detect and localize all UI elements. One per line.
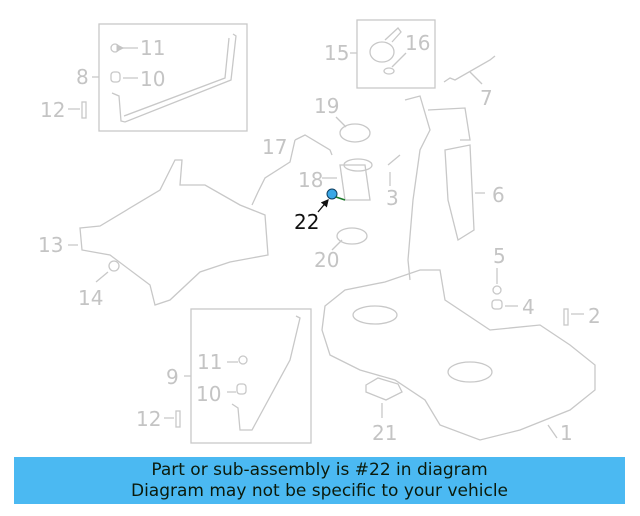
callout-22-highlighted: 22 xyxy=(294,210,320,234)
callout-11-upper: 11 xyxy=(140,36,166,60)
callout-6: 6 xyxy=(492,183,505,207)
spacer-10-upper xyxy=(110,71,121,83)
bolt-3 xyxy=(387,154,401,166)
group-box-9 xyxy=(190,308,312,444)
callout-16: 16 xyxy=(405,31,431,55)
group-box-15 xyxy=(356,19,436,89)
callout-12-upper: 12 xyxy=(40,98,66,122)
fuel-line-17 xyxy=(251,134,333,206)
callout-14: 14 xyxy=(78,286,104,310)
lock-ring-19 xyxy=(339,123,371,143)
banner-line-disclaimer: Diagram may not be specific to your vehi… xyxy=(130,481,508,501)
spacer-4 xyxy=(491,299,503,310)
clip-11-lower xyxy=(238,355,248,365)
tank-strap-lower xyxy=(231,315,301,431)
callout-9: 9 xyxy=(166,365,179,389)
callout-5: 5 xyxy=(493,244,506,268)
callout-19: 19 xyxy=(314,94,340,118)
filler-pipe xyxy=(404,95,431,281)
bolt-12-lower xyxy=(175,410,181,428)
callout-7: 7 xyxy=(480,86,493,110)
clip-11-upper xyxy=(110,43,120,53)
callout-18: 18 xyxy=(298,168,324,192)
callout-2: 2 xyxy=(588,304,601,328)
callout-4: 4 xyxy=(522,295,535,319)
bolt-2 xyxy=(563,308,569,326)
callout-13: 13 xyxy=(38,233,64,257)
seal-16 xyxy=(383,67,395,75)
callout-8: 8 xyxy=(76,65,89,89)
spacer-10-lower xyxy=(236,383,247,395)
callout-10-lower: 10 xyxy=(196,382,222,406)
callout-15: 15 xyxy=(324,41,350,65)
highlighted-part-22 xyxy=(317,188,346,213)
callout-21: 21 xyxy=(372,421,398,445)
fuel-tank-1 xyxy=(321,269,596,441)
callout-3: 3 xyxy=(386,186,399,210)
callout-17: 17 xyxy=(262,135,288,159)
clip-14 xyxy=(108,260,120,272)
callout-11-lower: 11 xyxy=(197,350,223,374)
bracket-21 xyxy=(365,377,403,401)
callout-20: 20 xyxy=(314,248,340,272)
callout-1: 1 xyxy=(560,421,573,445)
skid-plate-13 xyxy=(79,159,269,306)
heat-shield-6 xyxy=(444,144,475,242)
banner-line-part-number: Part or sub-assembly is #22 in diagram xyxy=(151,460,488,480)
tank-strap-upper xyxy=(111,33,237,123)
fuel-cap xyxy=(369,41,395,63)
gasket-20 xyxy=(336,227,368,245)
callout-12-lower: 12 xyxy=(136,407,162,431)
info-banner: Part or sub-assembly is #22 in diagram D… xyxy=(14,457,625,504)
nut-5 xyxy=(492,285,502,295)
callout-10-upper: 10 xyxy=(140,67,166,91)
wire-7 xyxy=(443,55,496,83)
bolt-12-upper xyxy=(81,101,87,119)
fuel-pump-18 xyxy=(339,164,371,201)
